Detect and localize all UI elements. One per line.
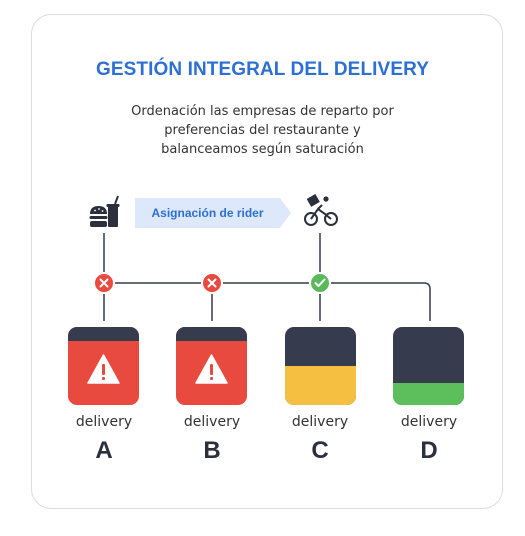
tile-fill-level (285, 366, 356, 405)
status-badge-c (309, 272, 331, 294)
delivery-tile-d (393, 327, 464, 405)
delivery-bike-rider-icon (304, 194, 338, 226)
assignment-banner-label: Asignación de rider (151, 206, 264, 220)
status-badge-a (93, 272, 115, 294)
tile-fill-level (393, 383, 464, 405)
delivery-tile-c (285, 327, 356, 405)
x-icon (207, 278, 217, 288)
tile-topbar (176, 327, 247, 341)
delivery-label-b: delivery (183, 414, 241, 430)
tile-topbar (68, 327, 139, 341)
x-icon (99, 278, 109, 288)
assignment-banner (135, 198, 291, 228)
delivery-tile-a (68, 327, 139, 405)
diagram-title: GESTIÓN INTEGRAL DEL DELIVERY (96, 59, 429, 80)
subtitle-line-1: Ordenación las empresas de reparto por (131, 104, 394, 119)
delivery-label-c: delivery (291, 414, 349, 430)
delivery-letter-c: C (311, 437, 329, 464)
delivery-letter-a: A (95, 437, 113, 464)
check-icon (314, 278, 326, 287)
status-badge-b (201, 272, 223, 294)
delivery-label-d: delivery (400, 414, 458, 430)
warning-icon (87, 354, 120, 384)
delivery-letter-d: D (420, 437, 438, 464)
warning-icon (195, 354, 228, 384)
delivery-label-a: delivery (75, 414, 133, 430)
distribution-bus (104, 282, 431, 321)
diagram-subtitle: Ordenación las empresas de reparto por p… (0, 102, 525, 159)
subtitle-line-3: balanceamos según saturación (161, 142, 364, 157)
subtitle-line-2: preferencias del restaurante y (164, 123, 361, 138)
restaurant-food-icon (89, 195, 120, 227)
delivery-letter-b: B (203, 437, 221, 464)
delivery-tile-b (176, 327, 247, 405)
diagram-card (31, 14, 503, 509)
